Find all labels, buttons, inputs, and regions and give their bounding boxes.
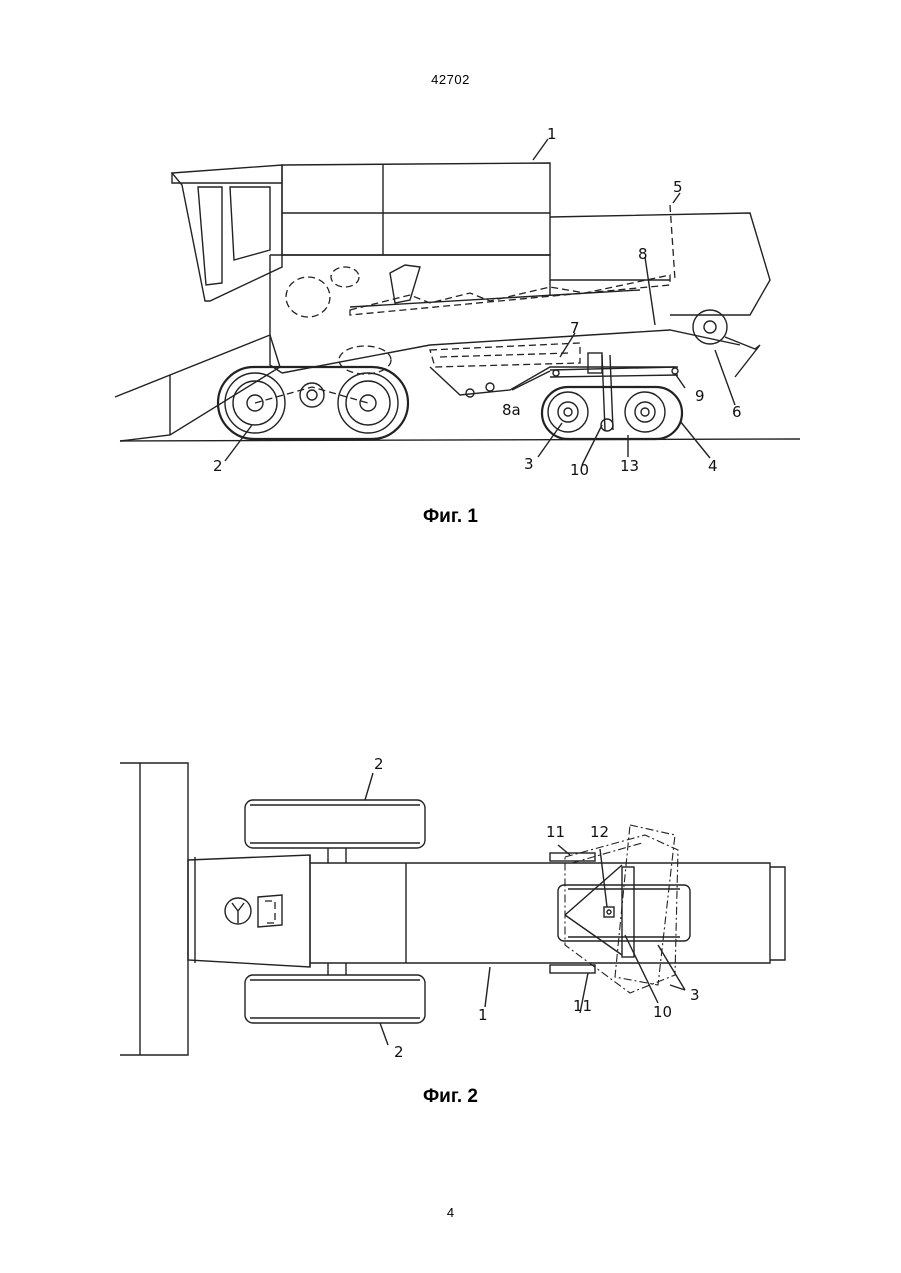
page-number: 4 — [0, 1205, 901, 1220]
fig1-label-7: 7 — [570, 319, 580, 337]
figure-1-drawing: 1 5 8 7 9 8a 6 2 3 10 13 4 — [110, 105, 800, 490]
figure-2-drawing: 2 11 12 1 11 10 3 2 — [110, 745, 800, 1070]
fig1-label-6: 6 — [732, 403, 742, 421]
fig1-label-13: 13 — [620, 457, 639, 475]
fig2-label-2-bottom: 2 — [394, 1043, 404, 1061]
fig1-label-1: 1 — [547, 125, 557, 143]
fig1-label-5: 5 — [673, 178, 683, 196]
fig1-label-10: 10 — [570, 461, 589, 479]
fig2-label-11-bottom: 11 — [573, 997, 592, 1015]
fig1-label-9: 9 — [695, 387, 705, 405]
fig2-label-10: 10 — [653, 1003, 672, 1021]
fig2-label-11-top: 11 — [546, 823, 565, 841]
fig1-label-8: 8 — [638, 245, 648, 263]
fig1-label-8a: 8a — [502, 401, 521, 419]
fig2-label-1: 1 — [478, 1006, 488, 1024]
fig2-label-3: 3 — [690, 986, 700, 1004]
document-number: 42702 — [0, 72, 901, 87]
figure-2-caption: Фиг. 2 — [0, 1086, 901, 1108]
fig1-label-4: 4 — [708, 457, 718, 475]
fig1-label-2: 2 — [213, 457, 223, 475]
figure-1-caption: Фиг. 1 — [0, 506, 901, 528]
fig1-label-3: 3 — [524, 455, 534, 473]
fig2-label-12: 12 — [590, 823, 609, 841]
fig2-label-2-top: 2 — [374, 755, 384, 773]
